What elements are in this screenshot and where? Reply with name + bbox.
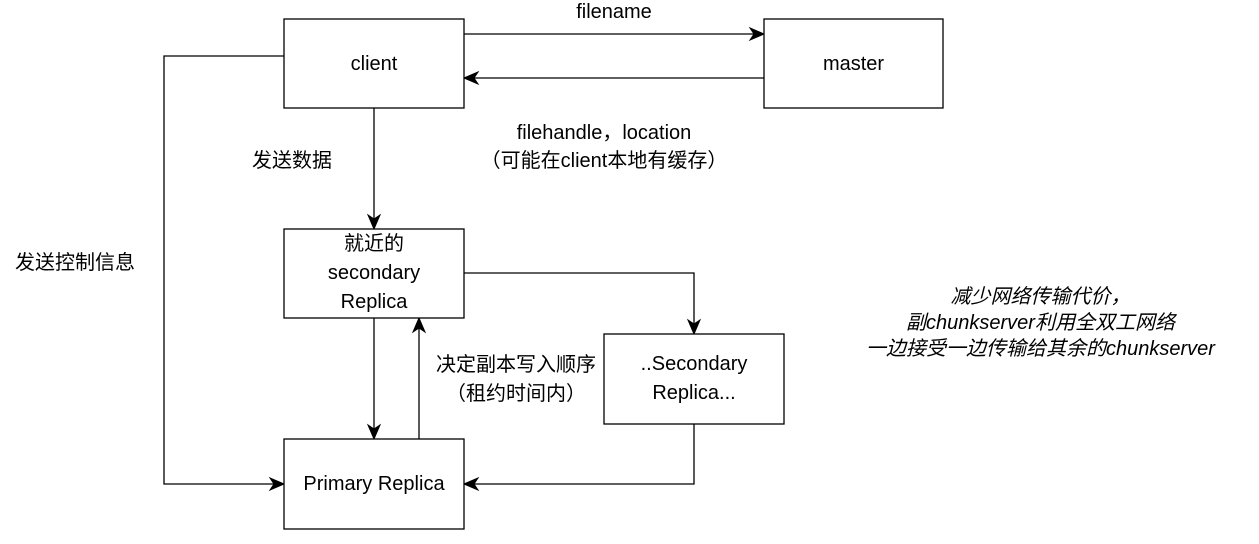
node-master-box[interactable] bbox=[763, 18, 944, 109]
node-nearest-secondary-line-3: Replica bbox=[340, 291, 408, 313]
edge-label-write-order-line-2: （租约时间内） bbox=[446, 383, 586, 405]
edge-label-filehandle-location: filehandle，location （可能在client本地有缓存） bbox=[454, 119, 754, 175]
arrowhead-down-icon bbox=[366, 423, 382, 441]
node-primary-box[interactable] bbox=[283, 438, 465, 530]
edge-nearest-to-other-secondary bbox=[464, 272, 702, 336]
node-client[interactable]: client bbox=[284, 19, 464, 108]
edge-primary-to-nearest bbox=[411, 316, 427, 439]
node-primary-label: Primary Replica bbox=[303, 473, 445, 495]
node-client-box[interactable] bbox=[283, 18, 465, 109]
edge-label-filehandle-line-1: filehandle，location bbox=[516, 122, 692, 144]
node-other-secondary[interactable]: ..Secondary Replica... bbox=[604, 334, 784, 424]
note-line-1: 减少网络传输代价， bbox=[950, 286, 1131, 308]
note-network-cost: 减少网络传输代价， 副chunkserver利用全双工网络 一边接受一边传输给其… bbox=[822, 284, 1259, 362]
edge-label-send-data: 发送数据 bbox=[252, 150, 332, 172]
arrowhead-left-icon bbox=[462, 476, 480, 492]
node-nearest-secondary-line-2: secondary bbox=[327, 262, 421, 284]
edge-client-to-primary bbox=[163, 55, 286, 492]
node-nearest-secondary[interactable]: 就近的 secondary Replica bbox=[284, 229, 464, 318]
node-other-secondary-line-2: Replica... bbox=[652, 382, 736, 404]
node-master[interactable]: master bbox=[764, 19, 943, 108]
edge-label-send-control: 发送控制信息 bbox=[15, 252, 135, 274]
arrowhead-right-icon bbox=[268, 476, 286, 492]
arrowhead-right-icon bbox=[748, 26, 766, 42]
edge-other-secondary-to-primary bbox=[462, 424, 695, 492]
edge-client-to-nearest-secondary bbox=[366, 108, 382, 231]
note-line-2: 副chunkserver利用全双工网络 bbox=[906, 312, 1175, 334]
edge-label-write-order-line-1: 决定副本写入顺序 bbox=[436, 354, 596, 376]
node-other-secondary-line-1: ..Secondary bbox=[640, 353, 748, 375]
node-master-label: master bbox=[822, 52, 885, 75]
edge-label-write-order: 决定副本写入顺序 （租约时间内） bbox=[414, 351, 618, 409]
arrowhead-down-icon bbox=[686, 318, 702, 336]
arrowhead-up-icon bbox=[411, 316, 427, 334]
note-line-3: 一边接受一边传输给其余的chunkserver bbox=[866, 338, 1215, 360]
arrowhead-left-icon bbox=[462, 70, 480, 86]
edge-label-filename: filename bbox=[576, 1, 652, 23]
edge-master-to-client bbox=[462, 70, 764, 86]
edge-client-to-master bbox=[464, 26, 766, 42]
node-other-secondary-box[interactable] bbox=[603, 333, 785, 425]
node-primary[interactable]: Primary Replica bbox=[284, 439, 464, 529]
arrowhead-down-icon bbox=[366, 213, 382, 231]
node-nearest-secondary-box[interactable] bbox=[283, 228, 465, 319]
edge-nearest-to-primary bbox=[366, 318, 382, 441]
edge-label-filehandle-line-2: （可能在client本地有缓存） bbox=[480, 150, 728, 172]
node-nearest-secondary-line-1: 就近的 bbox=[344, 233, 404, 255]
node-client-label: client bbox=[350, 52, 398, 75]
